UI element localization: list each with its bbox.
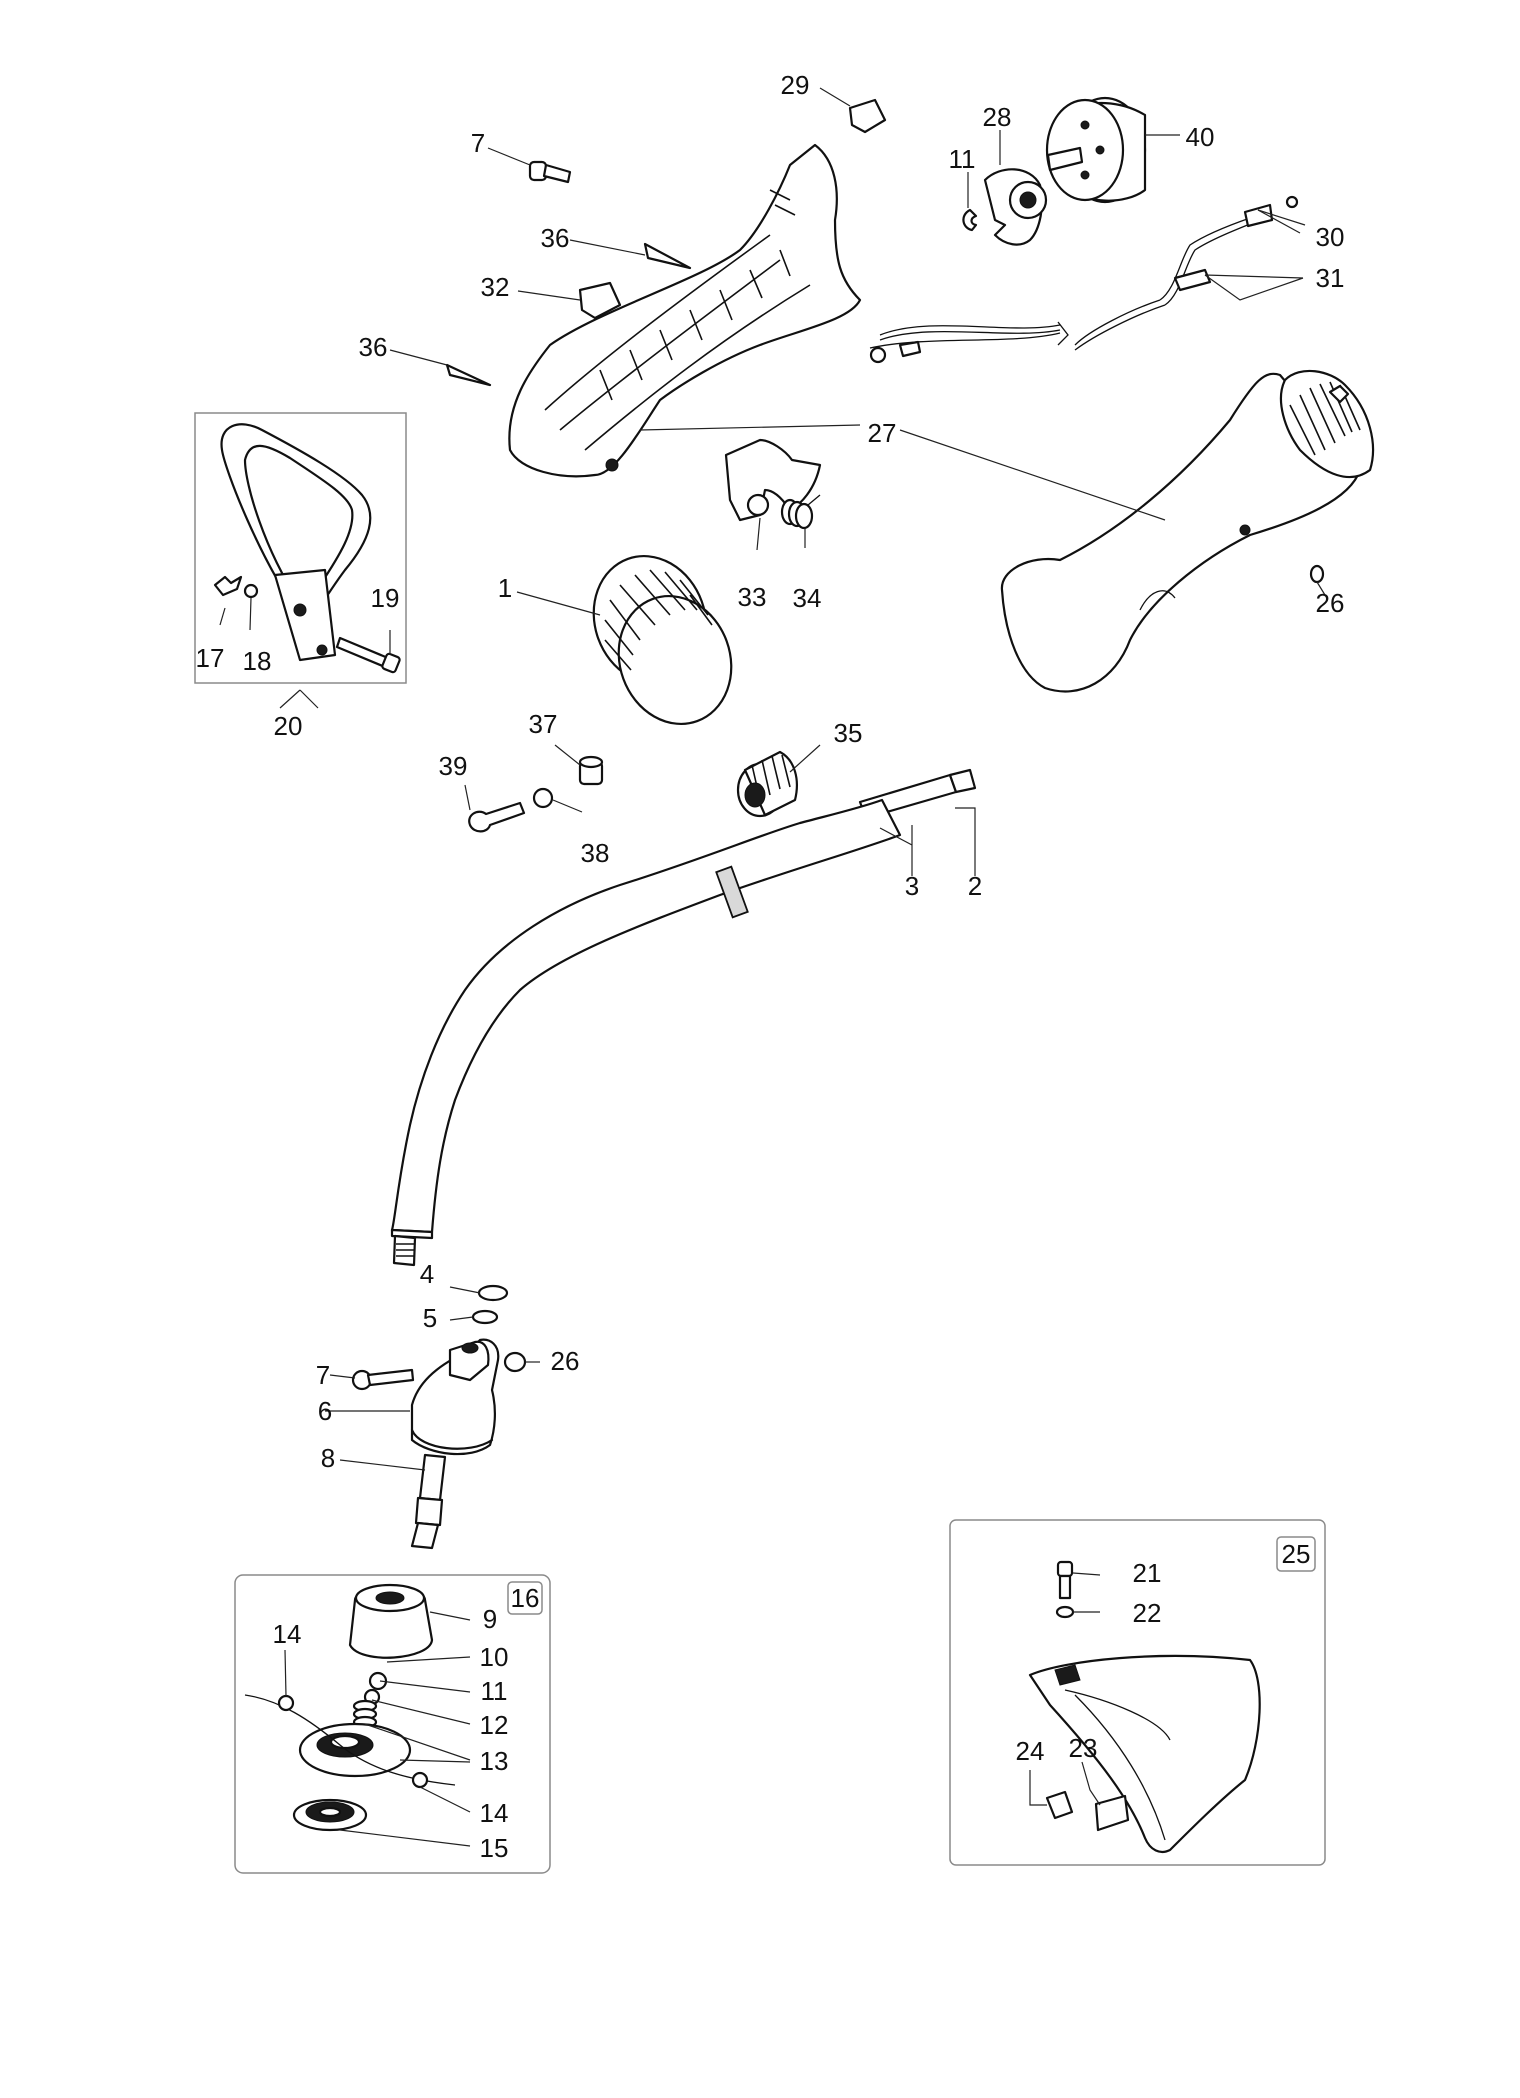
callout-36-left: 36 — [359, 332, 388, 362]
callout-15: 15 — [480, 1833, 509, 1863]
callout-37: 37 — [529, 709, 558, 739]
screw-36-left — [445, 363, 492, 387]
callout-32: 32 — [481, 272, 510, 302]
callout-11-top: 11 — [949, 144, 976, 174]
bolt-39 — [468, 801, 526, 833]
callout-29: 29 — [781, 70, 810, 100]
spool-13 — [298, 1722, 412, 1778]
screw-19 — [335, 636, 401, 674]
callout-1: 1 — [498, 573, 512, 603]
spring-34 — [780, 494, 821, 530]
washer-22 — [1055, 1605, 1075, 1619]
callout-14-top: 14 — [273, 1619, 302, 1649]
callout-23: 23 — [1069, 1733, 1098, 1763]
screw-24 — [1045, 1790, 1074, 1820]
fan-cover-1 — [592, 554, 733, 726]
handle-housing-right — [1000, 369, 1374, 693]
callout-20: 20 — [274, 711, 303, 741]
blade-bracket-23 — [1094, 1794, 1130, 1832]
ring-5 — [471, 1309, 499, 1325]
callout-24: 24 — [1016, 1736, 1045, 1766]
clutch-drum-40 — [1045, 96, 1147, 204]
callout-3: 3 — [905, 871, 919, 901]
callout-31: 31 — [1316, 263, 1345, 293]
head-kit-number: 16 — [511, 1583, 540, 1613]
knob-29 — [848, 98, 887, 134]
spool-knob-9 — [348, 1583, 434, 1659]
loop-handle — [220, 423, 372, 662]
callout-14-lower: 14 — [480, 1798, 509, 1828]
callout-30: 30 — [1316, 222, 1345, 252]
callout-27: 27 — [868, 418, 897, 448]
callout-7-top: 7 — [471, 128, 485, 158]
grass-guard — [1028, 1654, 1261, 1854]
cable-harness-30-31 — [869, 195, 1299, 364]
callout-6: 6 — [318, 1396, 332, 1426]
eyelet-14b — [411, 1771, 429, 1789]
callout-4: 4 — [420, 1259, 434, 1289]
callout-21: 21 — [1133, 1558, 1162, 1588]
screw-7-top — [528, 160, 572, 184]
callout-11-lower: 11 — [481, 1676, 508, 1706]
callout-18: 18 — [243, 646, 272, 676]
clutch-holder-28 — [983, 168, 1048, 246]
callout-17: 17 — [196, 643, 225, 673]
head-kit-number-box — [507, 1581, 543, 1615]
washer-38 — [532, 787, 554, 809]
spool-cover-15 — [292, 1798, 368, 1832]
callout-26-lower: 26 — [551, 1346, 580, 1376]
callout-labels: 29 28 40 7 11 36 30 32 31 36 27 1 19 33 … — [196, 70, 1345, 1863]
callout-39: 39 — [439, 751, 468, 781]
callout-26-top: 26 — [1316, 588, 1345, 618]
callout-9: 9 — [483, 1604, 497, 1634]
screw-7-lower — [351, 1368, 415, 1391]
nut-26-lower — [503, 1351, 527, 1373]
callout-12: 12 — [480, 1710, 509, 1740]
handle-housing-27 — [508, 143, 862, 478]
callout-2: 2 — [968, 871, 982, 901]
callout-40: 40 — [1186, 122, 1215, 152]
screw-21 — [1056, 1560, 1074, 1600]
callout-7-lower: 7 — [316, 1360, 330, 1390]
callout-13: 13 — [480, 1746, 509, 1776]
shaft-tube-3 — [390, 798, 902, 1267]
callout-19: 19 — [371, 583, 400, 613]
callout-22: 22 — [1133, 1598, 1162, 1628]
clip-11-top — [962, 208, 978, 232]
eyelet-14a — [277, 1694, 295, 1712]
coupling-35 — [736, 750, 798, 818]
guard-kit-number-box — [1276, 1536, 1316, 1572]
head-kit-frame — [234, 1574, 551, 1874]
callout-36-top: 36 — [541, 223, 570, 253]
wing-nut-17 — [213, 575, 243, 597]
callout-8: 8 — [321, 1443, 335, 1473]
callout-5: 5 — [423, 1303, 437, 1333]
callout-28: 28 — [983, 102, 1012, 132]
callout-34: 34 — [793, 583, 822, 613]
guard-kit-number: 25 — [1282, 1539, 1311, 1569]
callout-33: 33 — [738, 582, 767, 612]
nut-26-top — [1309, 564, 1325, 584]
clip-4 — [477, 1284, 509, 1302]
trigger-33 — [724, 438, 822, 522]
callout-10: 10 — [480, 1642, 509, 1672]
callout-38: 38 — [581, 838, 610, 868]
ring-10 — [368, 1671, 388, 1691]
switch-32 — [578, 281, 622, 320]
output-shaft-8 — [410, 1453, 447, 1550]
leader-lines — [219, 87, 1326, 1847]
gear-head-6 — [410, 1338, 500, 1456]
bushing-37 — [578, 755, 604, 786]
callout-35: 35 — [834, 718, 863, 748]
washer-18 — [243, 583, 259, 599]
screw-36-top — [643, 242, 692, 270]
